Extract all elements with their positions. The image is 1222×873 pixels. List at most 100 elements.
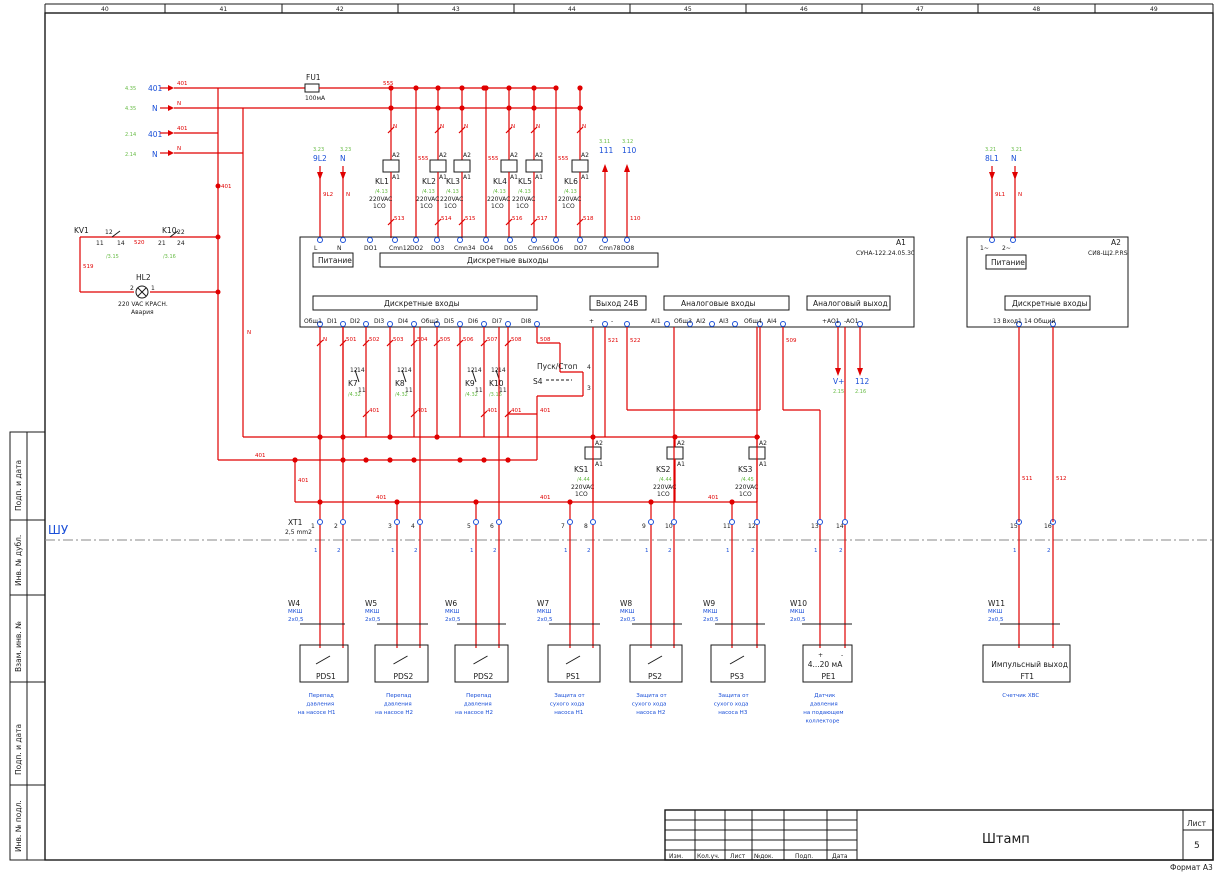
xt1-label: XT1 xyxy=(288,518,303,527)
svg-text:МКШ: МКШ xyxy=(288,609,303,615)
svg-text:11: 11 xyxy=(475,387,483,394)
svg-text:2: 2 xyxy=(130,285,134,292)
svg-text:9: 9 xyxy=(642,523,646,530)
svg-text:4...20 мА: 4...20 мА xyxy=(808,660,844,669)
svg-text:516: 516 xyxy=(512,216,523,222)
svg-text:11: 11 xyxy=(405,387,413,394)
alarm-circuit: HL2 2 1 220 VAC КРАСН. Авария KV1 12 11 … xyxy=(74,226,221,316)
svg-text:AI2: AI2 xyxy=(696,318,706,325)
svg-text:/3.16: /3.16 xyxy=(489,392,502,398)
relay-name-kl3: KL3 xyxy=(446,177,460,186)
svg-text:Общ1: Общ1 xyxy=(304,318,322,325)
svg-text:2.14: 2.14 xyxy=(125,152,136,158)
relay-name-ks2: KS2 xyxy=(656,465,671,474)
svg-text:A2: A2 xyxy=(463,152,471,159)
svg-text:13: 13 xyxy=(811,523,819,530)
svg-text:HL2: HL2 xyxy=(136,273,151,282)
side-stamp: Подп. и дата Инв. № дубл. Взам. инв. № П… xyxy=(9,431,46,861)
svg-text:Пуск/Стоп: Пуск/Стоп xyxy=(537,362,577,371)
svg-text:на насосе Н2: на насосе Н2 xyxy=(455,710,493,716)
svg-text:1: 1 xyxy=(645,548,649,554)
svg-text:Перепад: Перепад xyxy=(386,693,411,699)
cable-name-w5: W5 xyxy=(365,599,377,608)
svg-text:2: 2 xyxy=(493,548,497,554)
svg-text:3: 3 xyxy=(388,523,392,530)
svg-text:14 Общий: 14 Общий xyxy=(1024,318,1056,325)
svg-text:/4.13: /4.13 xyxy=(422,189,435,195)
svg-text:Авария: Авария xyxy=(131,309,154,316)
svg-text:14: 14 xyxy=(404,367,412,374)
svg-text:4.35: 4.35 xyxy=(125,86,136,92)
svg-text:401: 401 xyxy=(540,408,551,414)
svg-text:/4.32: /4.32 xyxy=(348,392,361,398)
svg-text:A1: A1 xyxy=(439,174,447,181)
svg-text:2х0,5: 2х0,5 xyxy=(790,617,806,623)
col-45: 45 xyxy=(684,6,692,13)
svg-text:401: 401 xyxy=(540,495,551,501)
svg-text:DI2: DI2 xyxy=(350,318,360,325)
shu-label: ШУ xyxy=(48,523,69,537)
svg-text:2~: 2~ xyxy=(1002,245,1011,252)
svg-text:МКШ: МКШ xyxy=(537,609,552,615)
svg-text:N: N xyxy=(177,101,181,107)
svg-text:насоса Н2: насоса Н2 xyxy=(636,710,665,716)
svg-text:220VAC: 220VAC xyxy=(735,484,758,491)
svg-text:-: - xyxy=(611,318,613,325)
cable-name-w8: W8 xyxy=(620,599,632,608)
svg-text:Лист: Лист xyxy=(730,853,746,860)
device-name-6: PE1 xyxy=(822,672,836,681)
svg-text:+: + xyxy=(818,652,823,659)
svg-text:/4.13: /4.13 xyxy=(375,189,388,195)
svg-text:13 Вход1: 13 Вход1 xyxy=(993,318,1022,325)
relay-name-ks1: KS1 xyxy=(574,465,589,474)
svg-text:N: N xyxy=(440,124,444,130)
svg-text:Аналоговый выход: Аналоговый выход xyxy=(813,299,888,308)
svg-text:Формат А3: Формат А3 xyxy=(1170,863,1213,872)
svg-text:коллекторе: коллекторе xyxy=(806,719,840,725)
svg-text:1CO: 1CO xyxy=(657,491,670,498)
svg-text:401: 401 xyxy=(417,408,428,414)
svg-text:110: 110 xyxy=(630,216,641,222)
svg-text:AI3: AI3 xyxy=(719,318,729,325)
svg-text:Cmn34: Cmn34 xyxy=(454,245,476,252)
svg-text:1CO: 1CO xyxy=(491,203,504,210)
svg-text:3.23: 3.23 xyxy=(340,147,351,153)
svg-text:14: 14 xyxy=(498,367,506,374)
col-43: 43 xyxy=(452,6,460,13)
col-47: 47 xyxy=(916,6,924,13)
svg-text:A2: A2 xyxy=(581,152,589,159)
svg-text:509: 509 xyxy=(786,338,797,344)
svg-text:N: N xyxy=(323,337,327,343)
col-44: 44 xyxy=(568,6,576,13)
relay-name-kl6: KL6 xyxy=(564,177,578,186)
svg-text:+AO1: +AO1 xyxy=(822,318,840,325)
svg-text:Датчик: Датчик xyxy=(814,693,836,699)
svg-text:220VAC: 220VAC xyxy=(512,196,535,203)
svg-text:401: 401 xyxy=(177,81,188,87)
svg-text:K10: K10 xyxy=(489,379,504,388)
svg-text:A2: A2 xyxy=(535,152,543,159)
svg-text:220VAC: 220VAC xyxy=(369,196,392,203)
svg-text:2.14: 2.14 xyxy=(125,132,136,138)
svg-text:2х0,5: 2х0,5 xyxy=(365,617,381,623)
svg-text:DO1: DO1 xyxy=(364,245,377,252)
svg-text:KV1: KV1 xyxy=(74,226,89,235)
input-401-b: 401 xyxy=(148,130,163,139)
svg-text:2х0,5: 2х0,5 xyxy=(620,617,636,623)
svg-text:2х0,5: 2х0,5 xyxy=(537,617,553,623)
svg-text:Питание: Питание xyxy=(991,258,1025,267)
svg-text:14: 14 xyxy=(357,367,365,374)
relay-name-kl4: KL4 xyxy=(493,177,507,186)
